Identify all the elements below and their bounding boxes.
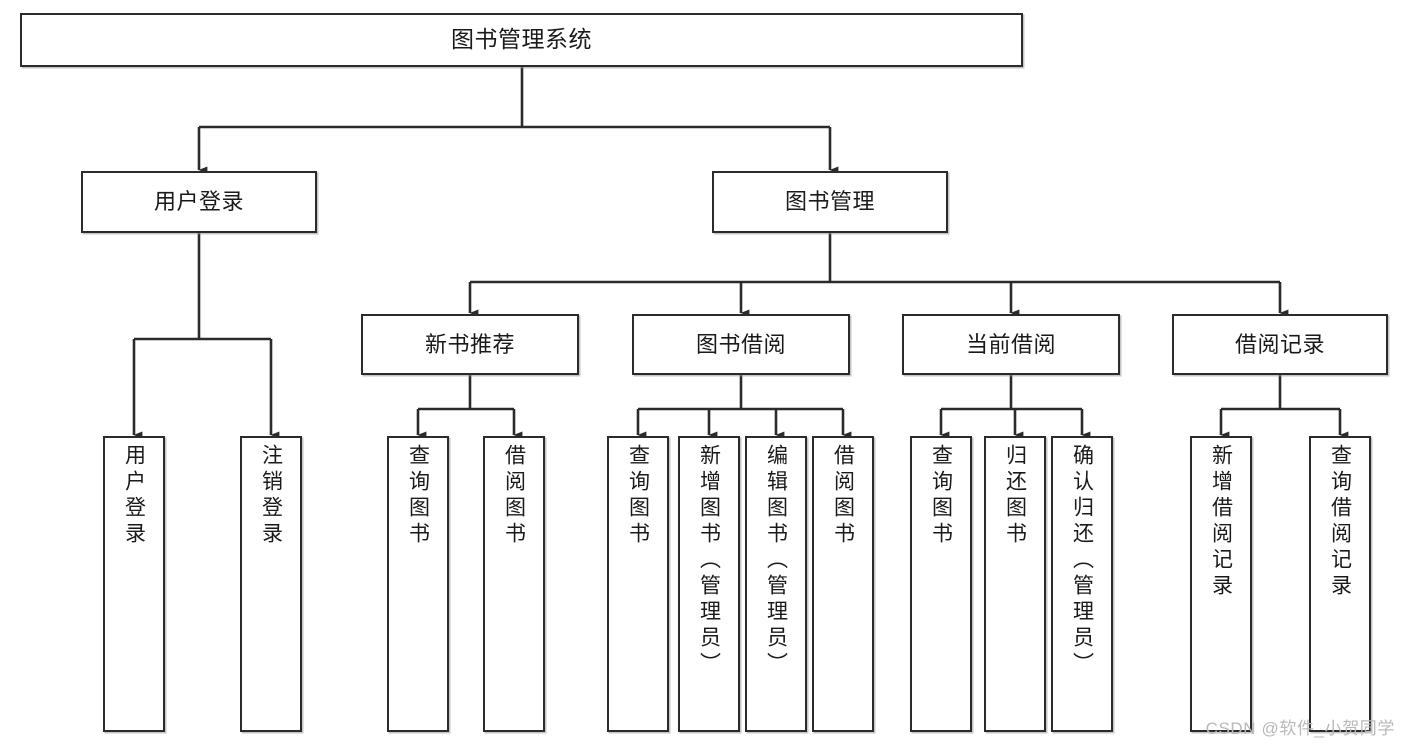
leaf-query-book-2[interactable]: 查询图书 bbox=[607, 436, 669, 732]
node-label: 当前借阅 bbox=[965, 331, 1056, 357]
node-label: 确认归还（管理员） bbox=[1070, 444, 1094, 678]
node-book-management-system[interactable]: 图书管理系统 bbox=[20, 13, 1023, 67]
node-label: 注销登录 bbox=[259, 444, 283, 548]
node-label: 用户登录 bbox=[153, 189, 244, 215]
node-new-book-recommendation[interactable]: 新书推荐 bbox=[361, 314, 579, 375]
leaf-borrow-book-2[interactable]: 借阅图书 bbox=[812, 436, 874, 732]
leaf-query-book-3[interactable]: 查询图书 bbox=[910, 436, 972, 732]
node-current-borrowing[interactable]: 当前借阅 bbox=[902, 314, 1120, 375]
leaf-logout[interactable]: 注销登录 bbox=[240, 436, 302, 732]
node-label: 新书推荐 bbox=[424, 331, 515, 357]
node-label: 图书管理 bbox=[784, 189, 875, 215]
node-label: 新增图书（管理员） bbox=[697, 444, 721, 678]
leaf-add-borrowing-record[interactable]: 新增借阅记录 bbox=[1190, 436, 1252, 732]
node-label: 借阅记录 bbox=[1234, 331, 1325, 357]
node-borrowing-records[interactable]: 借阅记录 bbox=[1172, 314, 1388, 375]
node-label: 借阅图书 bbox=[831, 444, 855, 548]
node-label: 新增借阅记录 bbox=[1209, 444, 1233, 600]
node-label: 归还图书 bbox=[1003, 444, 1027, 548]
leaf-borrow-book-1[interactable]: 借阅图书 bbox=[483, 436, 545, 732]
node-label: 用户登录 bbox=[122, 444, 146, 548]
leaf-query-book-1[interactable]: 查询图书 bbox=[387, 436, 449, 732]
node-label: 编辑图书（管理员） bbox=[764, 444, 788, 678]
node-label: 图书借阅 bbox=[695, 331, 786, 357]
node-label: 查询借阅记录 bbox=[1328, 444, 1352, 600]
node-label: 图书管理系统 bbox=[451, 26, 592, 53]
node-label: 查询图书 bbox=[929, 444, 953, 548]
leaf-query-borrowing-record[interactable]: 查询借阅记录 bbox=[1309, 436, 1371, 732]
node-book-management[interactable]: 图书管理 bbox=[712, 171, 948, 233]
watermark: CSDN @软件_小贺同学 bbox=[1205, 719, 1395, 738]
node-book-borrowing[interactable]: 图书借阅 bbox=[632, 314, 850, 375]
node-label: 借阅图书 bbox=[502, 444, 526, 548]
leaf-edit-book-admin[interactable]: 编辑图书（管理员） bbox=[745, 436, 807, 732]
leaf-user-login[interactable]: 用户登录 bbox=[103, 436, 165, 732]
node-label: 查询图书 bbox=[626, 444, 650, 548]
node-label: 查询图书 bbox=[406, 444, 430, 548]
leaf-add-book-admin[interactable]: 新增图书（管理员） bbox=[678, 436, 740, 732]
node-user-login[interactable]: 用户登录 bbox=[81, 171, 317, 233]
leaf-confirm-return-admin[interactable]: 确认归还（管理员） bbox=[1051, 436, 1113, 732]
leaf-return-book[interactable]: 归还图书 bbox=[984, 436, 1046, 732]
